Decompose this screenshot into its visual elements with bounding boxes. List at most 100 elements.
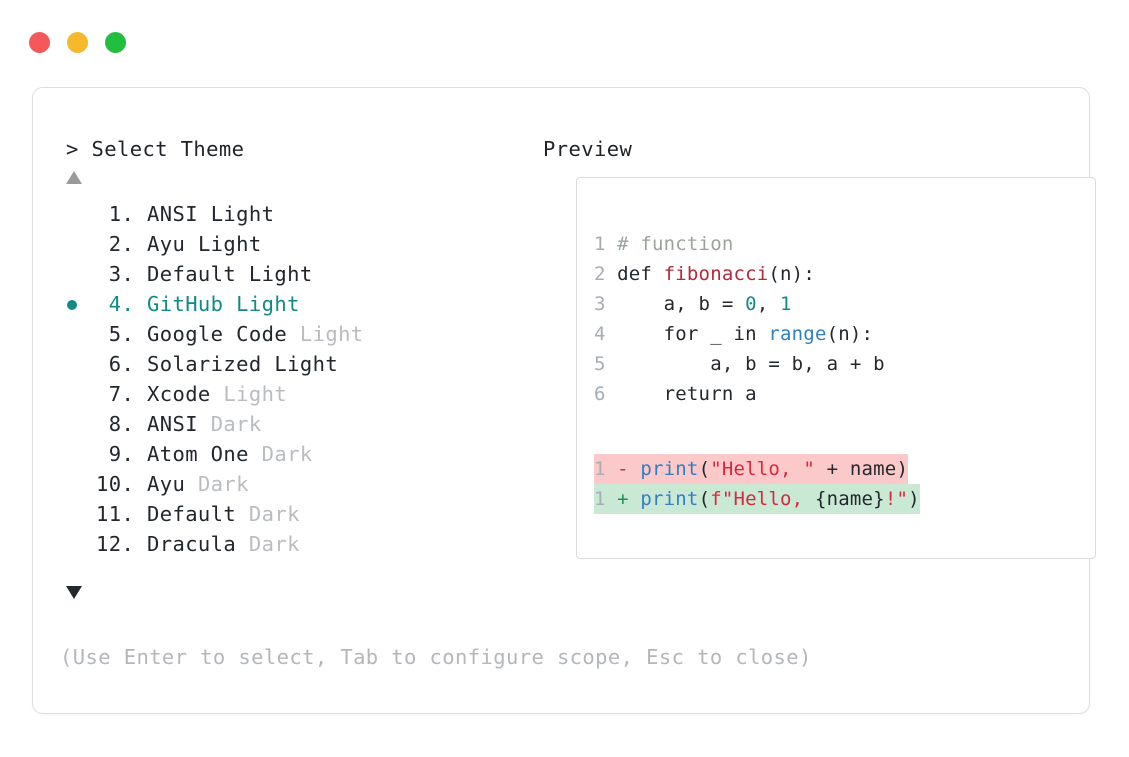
code-line: 2 def fibonacci(n): (594, 259, 885, 289)
theme-item-name: Solarized (146, 352, 275, 376)
code-token: , (756, 293, 781, 315)
keyboard-hint: (Use Enter to select, Tab to configure s… (60, 645, 812, 669)
code-spacer (605, 383, 617, 405)
line-number: 1 (594, 233, 606, 255)
theme-item-number: 7. (96, 382, 147, 406)
theme-item-label: 3. Default Light (96, 259, 313, 289)
scroll-down-icon[interactable] (66, 586, 82, 599)
theme-list: 1. ANSI Light 2. Ayu Light 3. Default Li… (60, 199, 530, 559)
theme-item-name: Default (146, 502, 249, 526)
code-token: (n): (826, 323, 874, 345)
code-token: + name) (814, 458, 909, 480)
theme-item-variant: Dark (248, 532, 300, 556)
theme-item-number: 1. (96, 202, 147, 226)
code-spacer (605, 263, 617, 285)
theme-item-name: Ayu (146, 472, 198, 496)
minimize-button[interactable] (67, 32, 88, 53)
theme-list-item[interactable]: 7. Xcode Light (60, 379, 530, 409)
theme-list-item[interactable]: 1. ANSI Light (60, 199, 530, 229)
code-token: !" (884, 488, 909, 510)
theme-list-item[interactable]: 3. Default Light (60, 259, 530, 289)
code-token: print (640, 488, 699, 510)
line-number: 2 (594, 263, 606, 285)
code-line: 5 a, b = b, a + b (594, 349, 885, 379)
code-token: a, b = (617, 293, 746, 315)
diff-marker-plus: + (605, 488, 641, 510)
code-token: {name} (814, 488, 885, 510)
code-line: 4 for _ in range(n): (594, 319, 885, 349)
theme-item-number: 12. (96, 532, 147, 556)
diff-line-added: 1 + print(f"Hello, {name}!") (594, 484, 920, 514)
theme-list-item[interactable]: 2. Ayu Light (60, 229, 530, 259)
theme-item-variant: Light (299, 322, 364, 346)
code-token: # function (617, 233, 734, 255)
code-token: ( (698, 458, 711, 480)
theme-item-name: Dracula (146, 532, 249, 556)
theme-list-panel: > Select Theme 1. ANSI Light 2. Ayu Ligh… (60, 88, 530, 713)
code-spacer (605, 233, 617, 255)
preview-title: Preview (543, 137, 633, 161)
theme-item-number: 9. (96, 442, 147, 466)
theme-item-name: Atom One (146, 442, 262, 466)
code-line: 1 # function (594, 229, 885, 259)
theme-list-item[interactable]: 4. GitHub Light (60, 289, 530, 319)
theme-item-number: 8. (96, 412, 147, 436)
code-token: print (640, 458, 699, 480)
diff-line-number: 1 (594, 488, 606, 510)
scroll-up-icon[interactable] (66, 171, 82, 184)
theme-item-number: 3. (96, 262, 147, 286)
theme-item-name: Xcode (146, 382, 224, 406)
diff-preview: 1 - print("Hello, " + name)1 + print(f"H… (594, 454, 920, 514)
theme-item-name: GitHub (146, 292, 237, 316)
code-line: 3 a, b = 0, 1 (594, 289, 885, 319)
code-token: return a (617, 383, 757, 405)
theme-item-variant: Light (210, 202, 275, 226)
theme-item-label: 11. Default Dark (96, 499, 300, 529)
theme-item-label: 9. Atom One Dark (96, 439, 313, 469)
code-token: ) (908, 488, 920, 510)
code-spacer (605, 323, 617, 345)
theme-item-name: ANSI (146, 412, 211, 436)
line-number: 5 (594, 353, 606, 375)
maximize-button[interactable] (105, 32, 126, 53)
diff-line-removed: 1 - print("Hello, " + name) (594, 454, 909, 484)
theme-item-number: 10. (96, 472, 147, 496)
theme-item-variant: Dark (210, 412, 262, 436)
theme-item-variant: Light (248, 262, 313, 286)
theme-list-item[interactable]: 6. Solarized Light (60, 349, 530, 379)
theme-item-variant: Light (274, 352, 339, 376)
select-theme-title: > Select Theme (66, 137, 245, 161)
diff-line-number: 1 (594, 458, 606, 480)
close-button[interactable] (29, 32, 50, 53)
theme-selector-card: > Select Theme 1. ANSI Light 2. Ayu Ligh… (32, 87, 1096, 714)
code-line: 6 return a (594, 379, 885, 409)
code-spacer (605, 293, 617, 315)
code-spacer (605, 353, 617, 375)
theme-item-label: 4. GitHub Light (96, 289, 300, 319)
theme-item-number: 6. (96, 352, 147, 376)
theme-item-name: Ayu (146, 232, 198, 256)
theme-item-name: ANSI (146, 202, 211, 226)
theme-item-variant: Light (223, 382, 288, 406)
theme-list-item[interactable]: 5. Google Code Light (60, 319, 530, 349)
theme-list-item[interactable]: 9. Atom One Dark (60, 439, 530, 469)
code-token: f"Hello, (710, 488, 815, 510)
theme-item-variant: Dark (248, 502, 300, 526)
line-number: 4 (594, 323, 606, 345)
theme-item-label: 10. Ayu Dark (96, 469, 249, 499)
theme-list-item[interactable]: 8. ANSI Dark (60, 409, 530, 439)
diff-row: 1 - print("Hello, " + name) (594, 454, 920, 484)
theme-item-label: 1. ANSI Light (96, 199, 274, 229)
theme-item-name: Default (146, 262, 249, 286)
theme-item-number: 11. (96, 502, 147, 526)
theme-list-item[interactable]: 12. Dracula Dark (60, 529, 530, 559)
theme-item-label: 2. Ayu Light (96, 229, 262, 259)
code-token: def (617, 263, 664, 285)
code-token: ( (698, 488, 711, 510)
theme-list-item[interactable]: 10. Ayu Dark (60, 469, 530, 499)
theme-item-number: 4. (96, 292, 147, 316)
theme-list-item[interactable]: 11. Default Dark (60, 499, 530, 529)
